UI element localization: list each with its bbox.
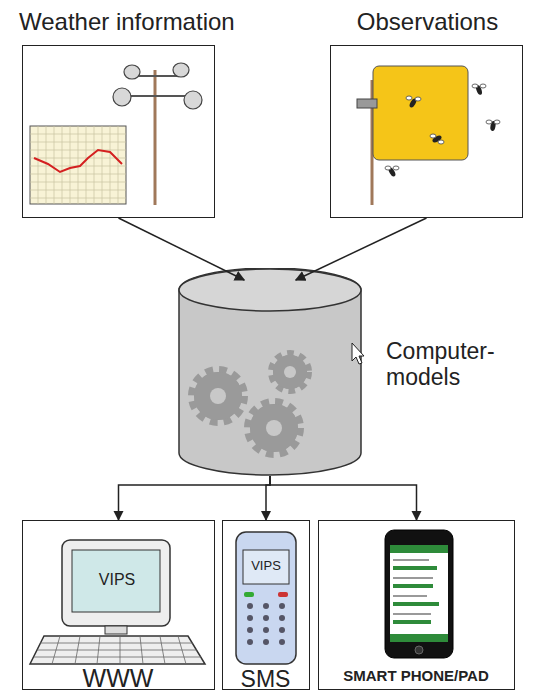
arrow-connector: [296, 218, 427, 280]
weather-graph: [30, 126, 126, 204]
mouse-cursor: [352, 343, 364, 364]
screen-text: VIPS: [73, 571, 161, 589]
cylinder-label: Computer- models: [386, 338, 516, 391]
computer: [30, 540, 205, 664]
box-heading: Weather information: [19, 8, 235, 36]
arrow-connector: [119, 476, 271, 520]
weather-box: Weather information: [22, 45, 215, 218]
observation-box: Observations: [330, 45, 523, 218]
channel-label: SMART PHONE/PAD: [319, 667, 513, 684]
sms-box: VIPS SMS: [222, 520, 310, 690]
model-cylinder: Computer- models: [178, 268, 362, 476]
box-heading: Observations: [331, 8, 524, 36]
arrow-connector: [266, 476, 270, 520]
channel-label: SMS: [223, 666, 308, 692]
channel-label: WWW: [23, 664, 213, 693]
cylinder-shape: [178, 268, 362, 476]
arrow-connector: [119, 218, 245, 280]
arrow-connector: [270, 476, 417, 520]
screen-text: VIPS: [244, 559, 288, 574]
web-box: VIPS WWW: [22, 520, 215, 690]
sticky-trap: [357, 66, 500, 205]
smartphone-box: SMART PHONE/PAD: [318, 520, 515, 690]
smartphone: [385, 530, 453, 658]
mobile-phone: [236, 532, 296, 664]
gears: [194, 355, 307, 452]
